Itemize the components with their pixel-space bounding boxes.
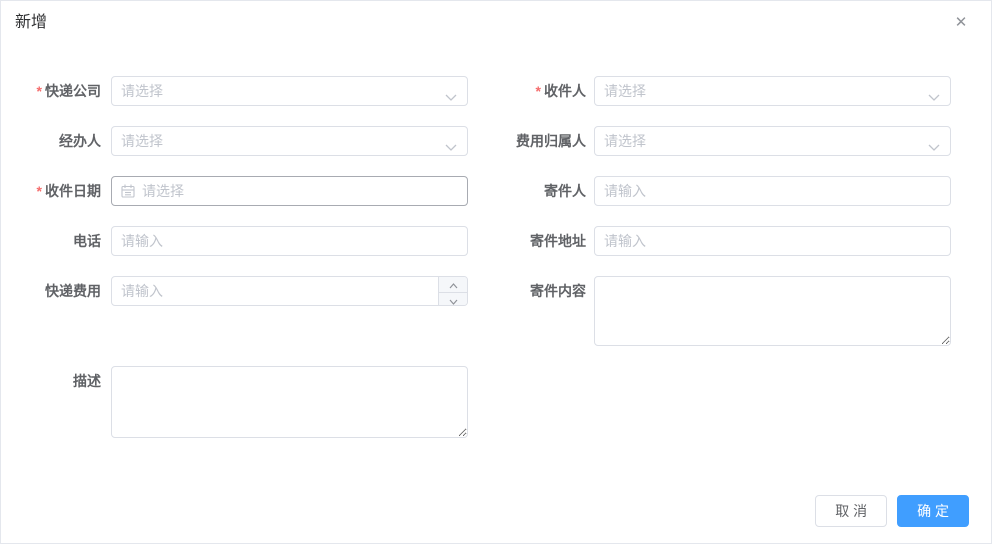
field-label: 电话 (73, 233, 101, 249)
select-placeholder: 请选择 (604, 133, 646, 149)
field-send-content: 寄件内容 (468, 276, 951, 346)
field-recipient: *收件人 请选择 (468, 76, 951, 106)
required-mark: * (535, 83, 541, 99)
select-placeholder: 请选择 (121, 133, 163, 149)
field-label: 描述 (73, 373, 101, 389)
fee-owner-select[interactable]: 请选择 (594, 126, 951, 156)
chevron-down-icon (928, 138, 940, 156)
field-label: 快递费用 (45, 283, 101, 299)
chevron-down-icon (928, 88, 940, 106)
field-label: *收件人 (535, 83, 586, 99)
number-spinner (438, 277, 467, 305)
phone-input[interactable] (111, 226, 468, 256)
field-label: 寄件人 (544, 183, 586, 199)
dialog-title: 新增 (15, 14, 48, 31)
form-row: *收件日期 请选择 寄件 (15, 176, 951, 206)
close-icon: ✕ (954, 14, 968, 31)
field-label: 寄件地址 (530, 233, 586, 249)
receive-date-picker[interactable]: 请选择 (111, 176, 468, 206)
add-form: *快递公司 请选择 *收件人 请选择 (15, 76, 951, 458)
spinner-up-button[interactable] (439, 277, 467, 293)
field-send-address: 寄件地址 (468, 226, 951, 256)
field-sender: 寄件人 (468, 176, 951, 206)
sender-input[interactable] (594, 176, 951, 206)
close-button[interactable]: ✕ (951, 13, 971, 33)
calendar-icon (121, 184, 135, 198)
spinner-down-button[interactable] (439, 293, 467, 305)
required-mark: * (36, 183, 42, 199)
chevron-down-icon (445, 138, 457, 156)
field-label: 经办人 (59, 133, 101, 149)
form-row: 快递费用 (15, 276, 951, 346)
cancel-button[interactable]: 取 消 (815, 495, 888, 527)
select-placeholder: 请选择 (121, 83, 163, 99)
required-mark: * (36, 83, 42, 99)
express-company-select[interactable]: 请选择 (111, 76, 468, 106)
express-fee-number-input (111, 276, 468, 306)
field-phone: 电话 (15, 226, 468, 256)
form-row: *快递公司 请选择 *收件人 请选择 (15, 76, 951, 106)
chevron-up-icon (449, 277, 458, 292)
field-label: *收件日期 (36, 183, 101, 199)
chevron-down-icon (449, 293, 458, 305)
field-description: 描述 (15, 366, 468, 438)
send-content-textarea[interactable] (594, 276, 951, 346)
express-fee-input[interactable] (111, 276, 468, 306)
field-label: 寄件内容 (530, 283, 586, 299)
chevron-down-icon (445, 88, 457, 106)
handler-select[interactable]: 请选择 (111, 126, 468, 156)
select-placeholder: 请选择 (604, 83, 646, 99)
recipient-select[interactable]: 请选择 (594, 76, 951, 106)
field-label: *快递公司 (36, 83, 101, 99)
field-express-fee: 快递费用 (15, 276, 468, 306)
field-receive-date: *收件日期 请选择 (15, 176, 468, 206)
field-handler: 经办人 请选择 (15, 126, 468, 156)
form-row: 电话 寄件地址 (15, 226, 951, 256)
form-row: 描述 (15, 366, 951, 438)
dialog-footer: 取 消 确 定 (815, 495, 969, 527)
field-label: 费用归属人 (516, 133, 586, 149)
field-express-company: *快递公司 请选择 (15, 76, 468, 106)
date-placeholder: 请选择 (142, 183, 184, 199)
description-textarea[interactable] (111, 366, 468, 438)
form-row: 经办人 请选择 费用归属人 请选择 (15, 126, 951, 156)
field-fee-owner: 费用归属人 请选择 (468, 126, 951, 156)
send-address-input[interactable] (594, 226, 951, 256)
confirm-button[interactable]: 确 定 (897, 495, 969, 527)
